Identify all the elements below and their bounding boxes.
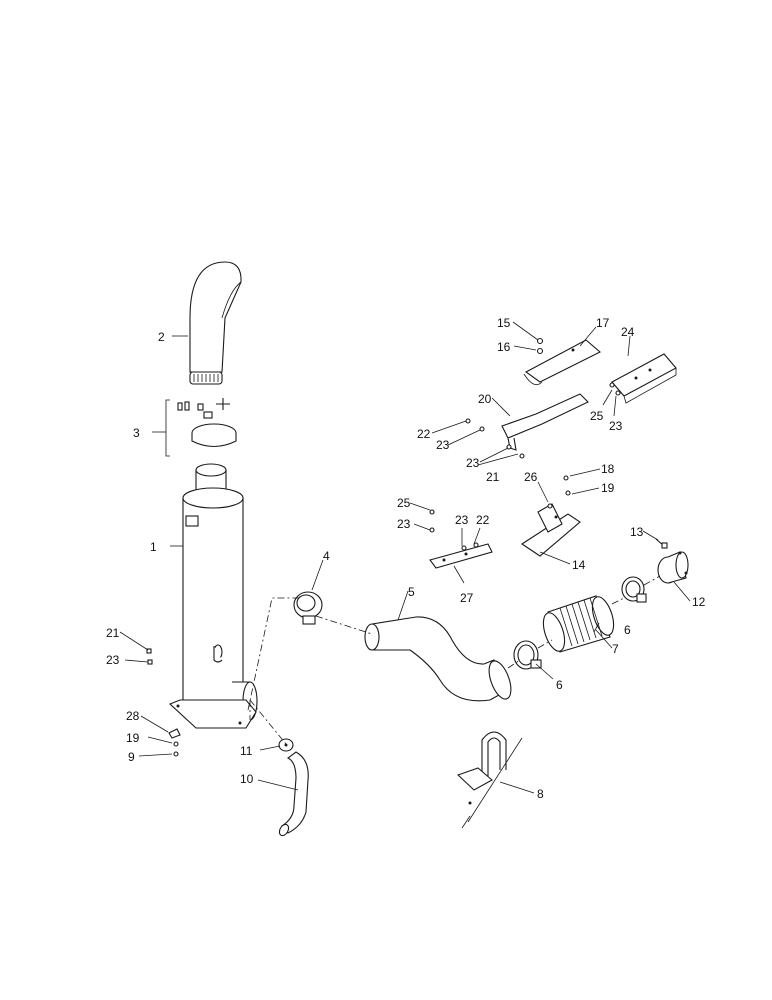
stack-clamp-assembly — [177, 398, 237, 448]
muffler — [168, 463, 258, 729]
mount-bracket-14 — [521, 503, 581, 557]
bracket-hardware — [429, 337, 621, 551]
callout-23d: 23 — [397, 517, 411, 531]
callout-23a: 23 — [106, 653, 120, 667]
callout-21a: 21 — [106, 626, 120, 640]
bolt-part-13 — [655, 538, 668, 549]
callout-24: 24 — [621, 325, 635, 339]
exhaust-tube-bent — [364, 616, 512, 702]
clamp-part-6-upper — [621, 576, 647, 603]
callout-11: 11 — [240, 744, 253, 758]
muffler-base-hardware — [146, 648, 181, 757]
leader-lines — [119, 321, 691, 794]
callout-23c: 23 — [466, 456, 480, 470]
callout-22a: 22 — [417, 427, 431, 441]
callout-5: 5 — [408, 585, 415, 599]
callout-10: 10 — [240, 772, 254, 786]
drain-hose — [278, 751, 309, 837]
callout-25b: 25 — [590, 409, 604, 423]
callout-3: 3 — [133, 426, 140, 440]
bracket-strap-27 — [429, 543, 493, 569]
callout-22b: 22 — [476, 513, 490, 527]
callout-12: 12 — [692, 595, 706, 609]
callout-19a: 19 — [601, 481, 615, 495]
callout-6b: 6 — [624, 623, 631, 637]
callout-8: 8 — [537, 787, 544, 801]
callout-18: 18 — [601, 462, 615, 476]
callout-23e: 23 — [455, 513, 469, 527]
u-bolt-bracket — [456, 731, 523, 829]
exhaust-stack-pipe — [189, 261, 242, 385]
callout-15: 15 — [497, 316, 511, 330]
callout-23b: 23 — [436, 438, 450, 452]
callout-28: 28 — [126, 709, 140, 723]
callout-19b: 19 — [126, 731, 140, 745]
pipe-adapter — [657, 551, 689, 584]
callout-23f: 23 — [609, 419, 623, 433]
callout-labels: 1 2 3 4 5 6 6 7 8 9 10 11 12 13 14 15 16… — [106, 316, 706, 801]
callout-14: 14 — [572, 558, 586, 572]
callout-25a: 25 — [397, 496, 411, 510]
callout-21b: 21 — [486, 470, 500, 484]
callout-1: 1 — [150, 540, 157, 554]
bracket-20 — [501, 393, 589, 451]
flexible-pipe — [542, 595, 615, 653]
callout-2: 2 — [158, 330, 165, 344]
callout-6a: 6 — [556, 678, 563, 692]
callout-7: 7 — [612, 642, 619, 656]
hose-clamp-part-11 — [278, 738, 294, 752]
callout-26: 26 — [524, 470, 538, 484]
heat-shield-17 — [523, 339, 601, 386]
callout-9: 9 — [128, 750, 135, 764]
callout-27: 27 — [460, 591, 474, 605]
callout-16: 16 — [497, 340, 511, 354]
callout-20: 20 — [478, 392, 492, 406]
callout-17: 17 — [596, 316, 610, 330]
assembly-centerlines — [247, 575, 661, 745]
clamp-part-4 — [293, 591, 323, 625]
callout-13: 13 — [630, 525, 644, 539]
callout-3-bracket — [165, 399, 170, 457]
callout-4: 4 — [323, 549, 330, 563]
heat-shield-24 — [611, 353, 677, 404]
